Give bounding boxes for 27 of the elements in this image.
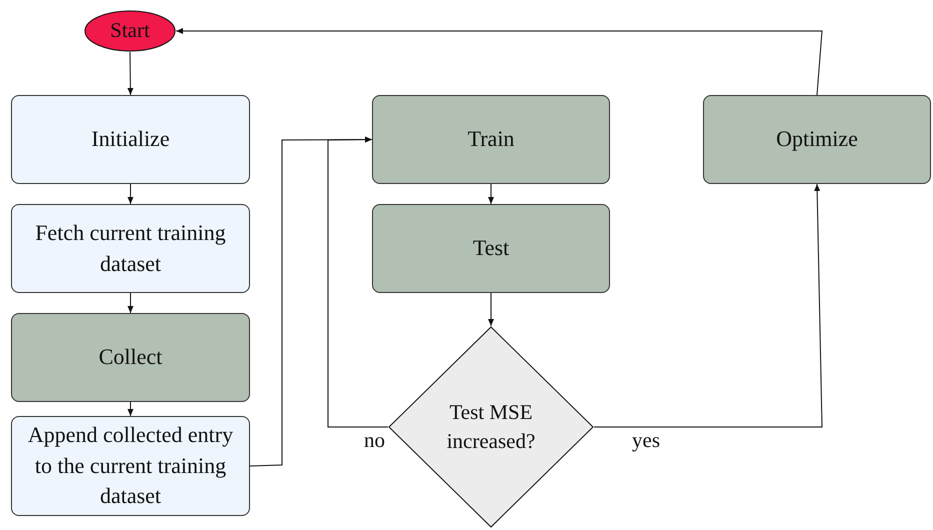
arrow [128,184,134,204]
process-box [372,204,610,293]
process-box [11,95,250,184]
arrow [128,402,134,416]
arrow [594,184,823,428]
node-label: Fetch current training dataset [34,218,227,278]
node-label: Collect [98,343,164,372]
process-box [372,95,610,184]
arrow [127,52,134,96]
node-label: Start [110,17,150,44]
arrow [128,292,134,314]
node-label: Optimize [775,125,859,154]
node-label: Test [472,234,510,262]
arrow [488,292,494,326]
arrow [328,136,388,428]
arrow [488,184,494,204]
process-box [11,416,250,516]
node-label: Test MSE increased? [446,398,536,455]
decision-diamond [388,326,594,528]
process-box [703,95,931,184]
node-label: Append collected entry to the current training dataset [26,420,234,510]
start-ellipse [84,10,176,52]
process-box [11,204,250,293]
process-box [11,313,250,402]
node-label: Initialize [90,125,171,154]
node-label: Train [466,125,516,154]
arrow [176,28,823,96]
